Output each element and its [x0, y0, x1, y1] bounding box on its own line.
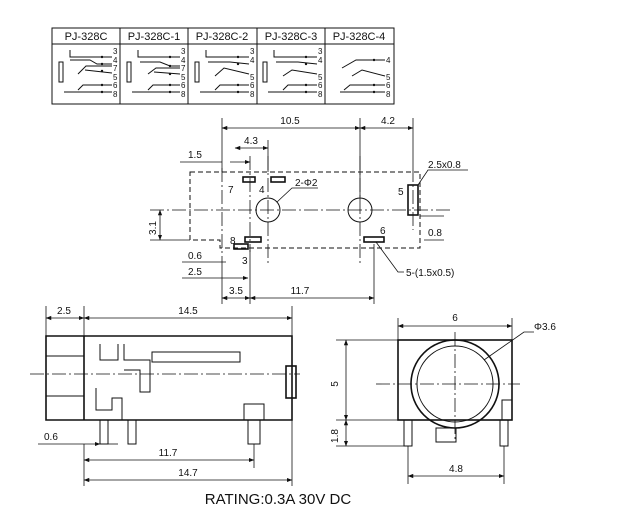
model-header-1: PJ-328C-1 — [128, 31, 181, 43]
dim-1-8: 1.8 — [330, 429, 341, 443]
svg-text:3: 3 — [318, 47, 323, 56]
slot-pin-6 — [363, 236, 385, 243]
variant-table: PJ-328C PJ-328C-1 PJ-328C-2 PJ-328C-3 PJ… — [51, 27, 395, 105]
schematic-pj-328c-4: 4 5 6 8 — [340, 56, 391, 99]
svg-text:8: 8 — [113, 90, 118, 99]
model-header-2: PJ-328C-2 — [196, 31, 249, 43]
dim-phi3-6: Φ3.6 — [534, 322, 556, 333]
pin-label-5: 5 — [398, 187, 404, 198]
post — [243, 403, 265, 421]
front-center-post — [435, 427, 457, 443]
table-border — [51, 27, 395, 105]
svg-text:8: 8 — [250, 90, 255, 99]
leg-3 — [247, 419, 261, 445]
side-body-outline — [45, 335, 293, 421]
leader-5-slots — [375, 241, 404, 273]
svg-text:3: 3 — [250, 47, 255, 56]
contact-spring-top — [99, 344, 151, 393]
svg-text:6: 6 — [181, 81, 186, 90]
schematic-pj-328c-2: 3 4 5 6 8 — [194, 47, 255, 99]
svg-text:4: 4 — [386, 56, 391, 65]
svg-text:3: 3 — [181, 47, 186, 56]
svg-text:6: 6 — [318, 81, 323, 90]
dim-5: 5 — [330, 381, 341, 387]
top-view: 7 4 5 8 3 6 10.5 4.2 4.3 1.5 2.5x0.8 2-Φ… — [148, 116, 468, 304]
schematic-pj-328c-1: 3 4 7 5 6 8 — [126, 47, 186, 99]
svg-text:5: 5 — [113, 73, 118, 82]
svg-text:8: 8 — [318, 90, 323, 99]
svg-text:7: 7 — [113, 64, 118, 73]
svg-text:8: 8 — [386, 90, 391, 99]
front-view: 6 Φ3.6 5 1.8 4.8 — [330, 313, 556, 484]
svg-text:4: 4 — [250, 56, 255, 65]
dim-0-6-side: 0.6 — [44, 432, 58, 443]
pin-label-7: 7 — [228, 185, 234, 196]
svg-text:4: 4 — [181, 56, 186, 65]
slot-pin-8 — [233, 243, 249, 250]
dim-5-slots: 5-(1.5x0.5) — [406, 268, 454, 279]
dim-14-7: 14.7 — [178, 468, 198, 479]
leader-2-5x0-8 — [417, 169, 468, 186]
dim-3-1: 3.1 — [148, 221, 159, 235]
svg-text:5: 5 — [318, 73, 323, 82]
rating-text: RATING:0.3A 30V DC — [205, 491, 352, 508]
mount-hole-left — [255, 197, 281, 223]
dim-11-7-side: 11.7 — [159, 448, 178, 459]
svg-text:3: 3 — [113, 47, 118, 56]
dim-2-5-side: 2.5 — [57, 306, 71, 317]
dim-3-5: 3.5 — [229, 286, 243, 297]
dim-11-7-top: 11.7 — [291, 286, 310, 297]
pin-label-4: 4 — [259, 185, 265, 196]
dim-0-6: 0.6 — [188, 251, 202, 262]
schematic-pj-328c: 3 4 7 5 6 8 — [58, 47, 118, 99]
dim-0-8: 0.8 — [428, 228, 442, 239]
svg-text:7: 7 — [181, 64, 186, 73]
schematic-pj-328c-3: 3 4 5 6 8 — [262, 47, 323, 99]
svg-text:4: 4 — [113, 56, 118, 65]
model-header-0: PJ-328C — [65, 31, 108, 43]
leader-phi3-6 — [483, 331, 534, 361]
leg-1 — [99, 419, 109, 445]
slot-pin-7 — [242, 176, 256, 183]
contact-spring-bottom — [95, 388, 123, 420]
dim-14-5: 14.5 — [178, 306, 198, 317]
side-view: 2.5 14.5 0.6 11.7 14.7 — [30, 306, 300, 486]
model-header-4: PJ-328C-4 — [333, 31, 386, 43]
svg-text:6: 6 — [386, 81, 391, 90]
slot-pin-4 — [270, 176, 286, 183]
dim-4-2: 4.2 — [381, 116, 395, 127]
svg-text:5: 5 — [250, 73, 255, 82]
svg-text:4: 4 — [318, 56, 323, 65]
slot-pin-3 — [244, 236, 262, 243]
dim-1-5: 1.5 — [188, 150, 202, 161]
dim-4-3: 4.3 — [244, 136, 258, 147]
svg-text:6: 6 — [250, 81, 255, 90]
dim-2-phi2: 2-Φ2 — [295, 178, 318, 189]
svg-text:5: 5 — [181, 73, 186, 82]
dim-2-5x0-8: 2.5x0.8 — [428, 160, 461, 171]
front-leg-right — [499, 419, 509, 447]
model-header-3: PJ-328C-3 — [265, 31, 318, 43]
dim-6: 6 — [452, 313, 458, 324]
svg-text:6: 6 — [113, 81, 118, 90]
front-leg-left — [403, 419, 413, 447]
svg-text:8: 8 — [181, 90, 186, 99]
dim-4-8: 4.8 — [449, 464, 463, 475]
dim-2-5-top: 2.5 — [188, 267, 202, 278]
dim-10-5: 10.5 — [280, 116, 300, 127]
svg-text:5: 5 — [386, 73, 391, 82]
rear-tab — [285, 365, 297, 399]
pin-label-6: 6 — [380, 226, 386, 237]
pin-label-8: 8 — [230, 236, 236, 247]
slot-pin-5 — [407, 184, 419, 216]
leader-2-phi2 — [276, 187, 318, 203]
leg-2 — [127, 419, 137, 445]
pin-label-3: 3 — [242, 256, 248, 267]
